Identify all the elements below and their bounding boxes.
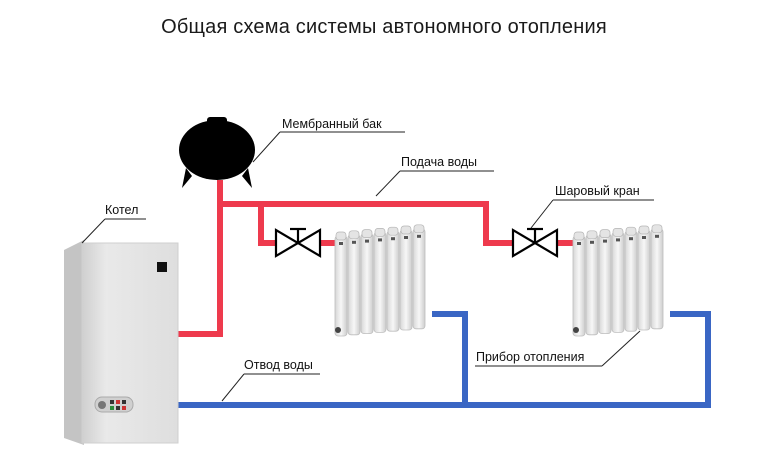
ball-valve-2: [511, 227, 559, 258]
membrane-tank: [179, 117, 255, 188]
supply-label: Подача воды: [401, 155, 477, 169]
radiator-plug: [335, 327, 341, 333]
radiator-2: [572, 224, 664, 337]
label-valve: Шаровый кран: [530, 184, 654, 229]
return-branch-1: [432, 311, 468, 405]
radiator-section: [347, 230, 361, 336]
radiator-section: [386, 226, 400, 332]
label-boiler: Котел: [81, 203, 146, 244]
radiator-section: [334, 231, 348, 337]
label-tank: Мембранный бак: [252, 117, 405, 163]
valve-label: Шаровый кран: [555, 184, 640, 198]
return-main: [178, 311, 711, 408]
return-pipe: [178, 311, 711, 408]
radiator-section: [611, 228, 625, 333]
radiator-section: [373, 228, 387, 333]
radiator-section: [360, 229, 374, 335]
tank-label: Мембранный бак: [282, 117, 382, 131]
radiator-plug: [573, 327, 579, 333]
diagram-title: Общая схема системы автономного отоплени…: [161, 16, 607, 38]
radiator-section: [637, 225, 651, 331]
ball-valve-icon: [511, 227, 559, 258]
label-supply: Подача воды: [375, 155, 494, 197]
expansion-tank-icon: [179, 117, 255, 188]
radiator-1: [334, 224, 426, 337]
ball-valve-1: [274, 227, 322, 258]
return-label: Отвод воды: [244, 358, 313, 372]
supply-pipe: [178, 180, 576, 337]
label-return: Отвод воды: [221, 358, 320, 402]
boiler-label: Котел: [105, 203, 138, 217]
supply-main-riser: [178, 201, 515, 337]
radiator-section: [399, 225, 413, 331]
boiler-icon: [64, 240, 179, 445]
radiator-section: [598, 229, 612, 335]
supply-branch-1: [258, 204, 276, 246]
radiator-label: Прибор отопления: [476, 350, 584, 364]
radiator-section: [572, 231, 586, 337]
radiator-section: [585, 230, 599, 336]
ball-valve-icon: [274, 227, 322, 258]
radiator-section: [412, 224, 426, 330]
boiler: [64, 240, 179, 445]
label-radiator: Прибор отопления: [475, 330, 641, 367]
radiator-section: [624, 226, 638, 332]
radiator-section: [650, 224, 664, 330]
